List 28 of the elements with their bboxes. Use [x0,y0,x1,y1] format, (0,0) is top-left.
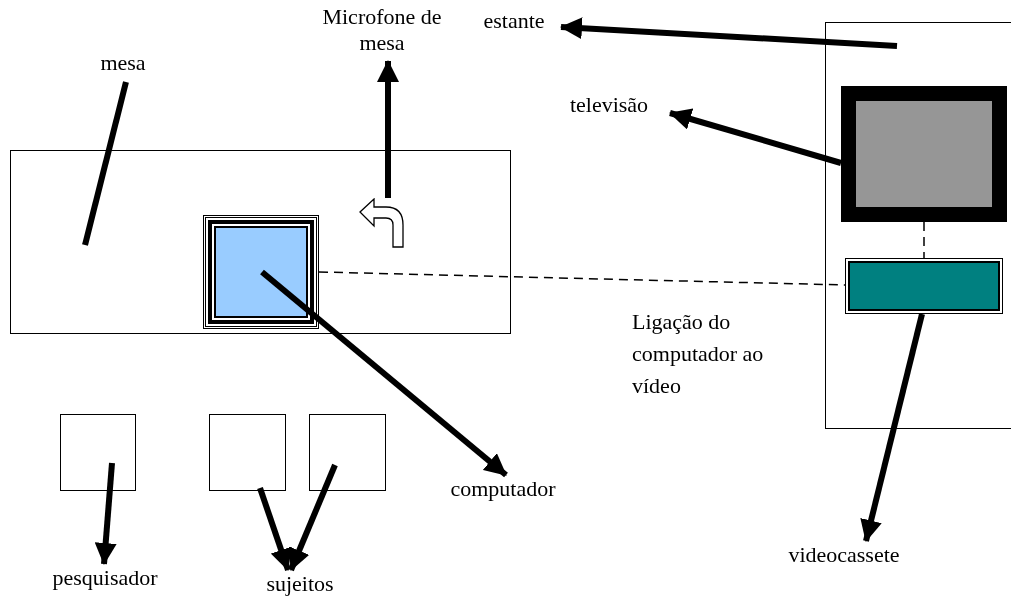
connection-note: Ligação do computador ao vídeo [632,308,765,400]
dashed-line [923,221,925,259]
arrow [288,463,338,572]
node-label: videocassete [774,542,914,572]
node-label: estante [468,8,560,38]
arrow [560,17,898,49]
arrow [260,269,508,478]
leader-line [82,81,129,246]
node-label: mesa [92,50,154,80]
arrow [860,313,925,542]
node-label: computador [438,476,568,504]
chair-square [309,414,386,491]
television-set [841,86,1007,222]
arrow [377,60,399,198]
node-label: Microfone de mesa [322,4,442,60]
dashed-line [318,271,846,286]
table-outline [10,150,511,334]
arrow [94,462,117,565]
videocassette-recorder [845,258,1003,314]
shelf-outline [825,22,1011,429]
chair-square [209,414,286,491]
computer-monitor [203,215,319,329]
node-label: televisão [550,92,668,122]
node-label: pesquisador [24,565,186,595]
chair-square [60,414,136,491]
arrow [669,108,842,166]
node-label: sujeitos [241,571,359,601]
arrow [257,487,292,571]
